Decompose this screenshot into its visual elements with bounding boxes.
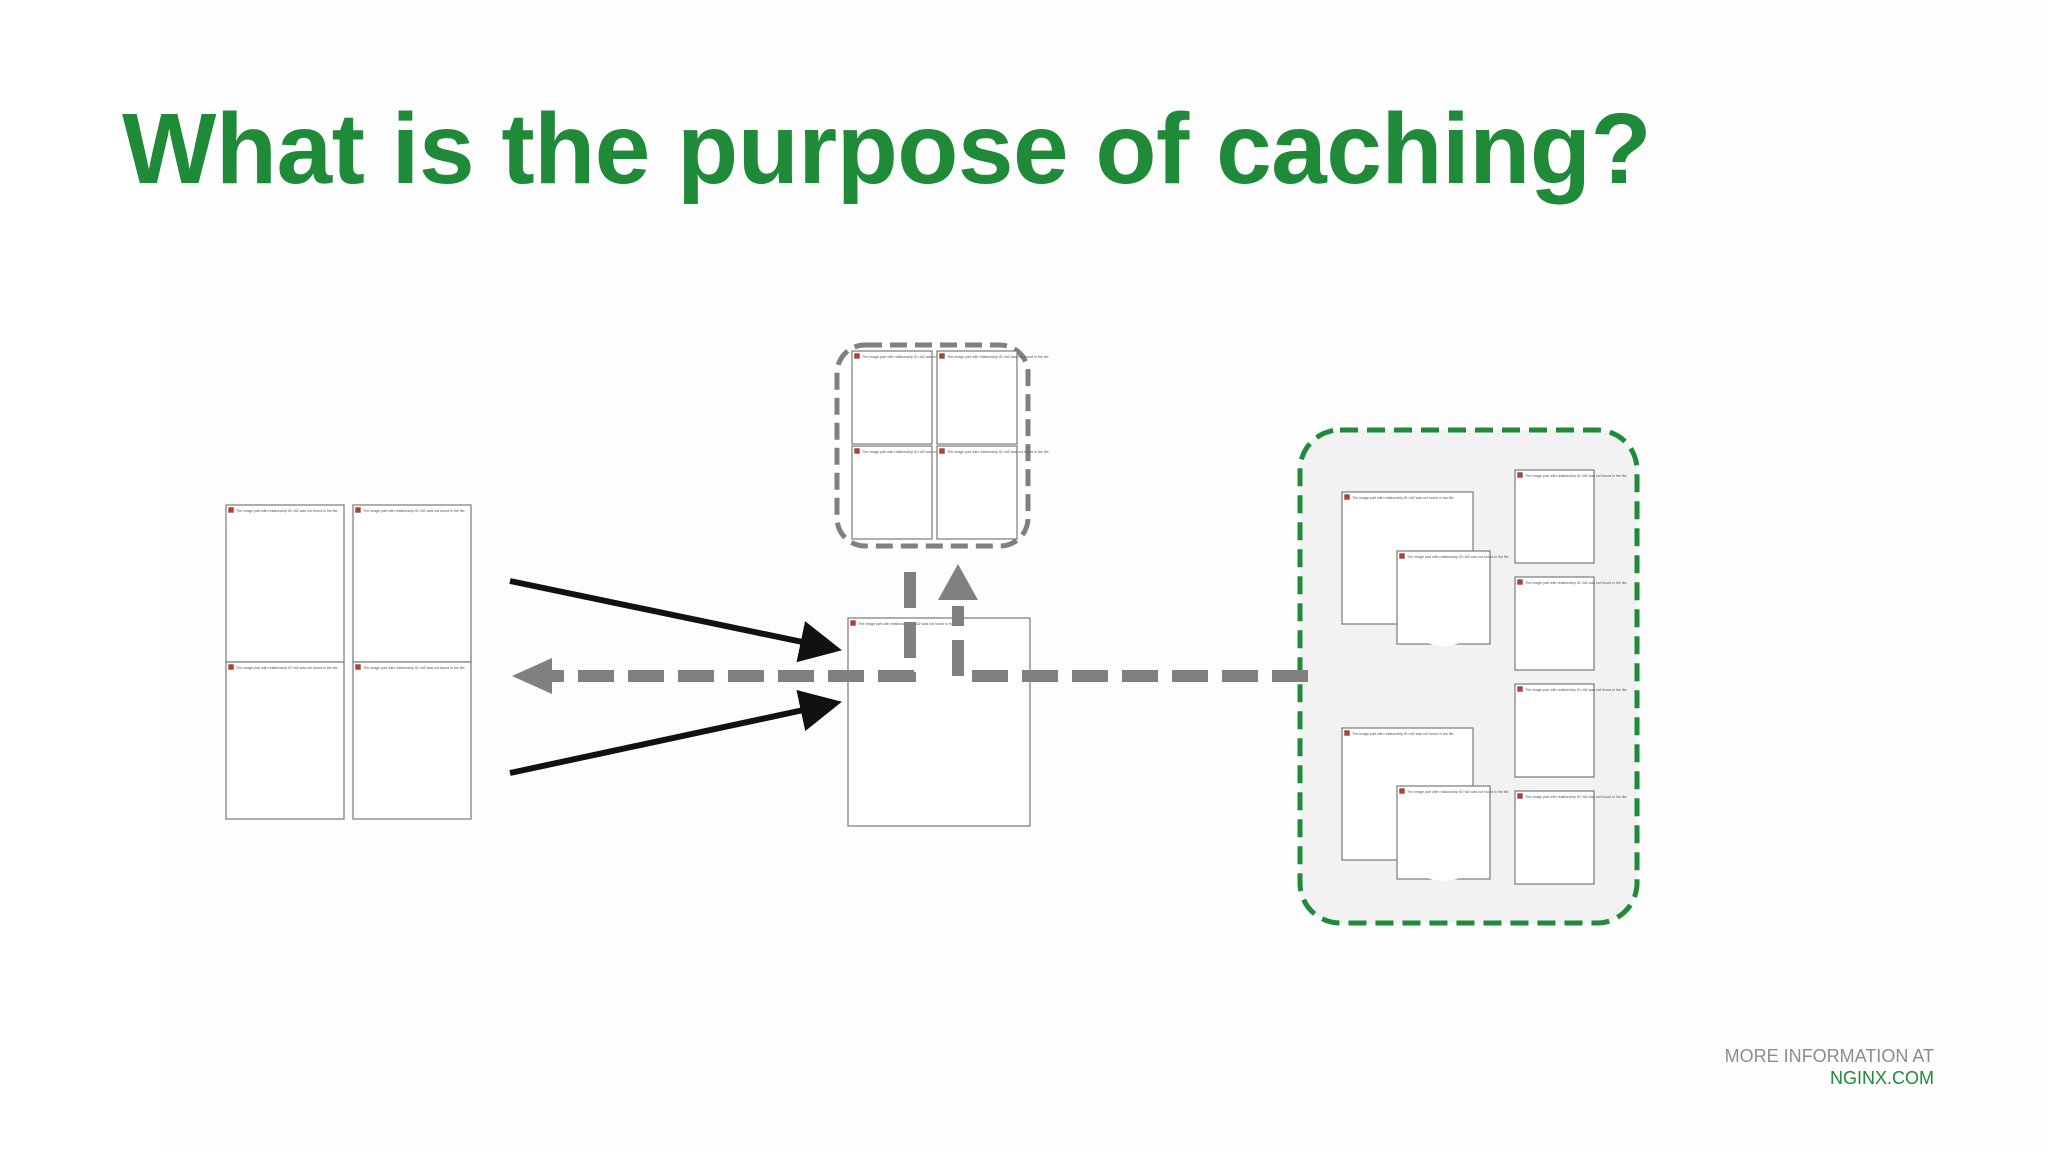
origin-image-c4-frame	[1514, 790, 1595, 885]
broken-image-icon	[854, 353, 860, 359]
client-image-3-frame	[225, 661, 345, 820]
broken-image-icon	[355, 507, 361, 513]
request-arrows	[509, 578, 842, 776]
proxy-server-image: The image part with relationship ID rId2…	[847, 617, 1031, 827]
client-image-2-frame	[352, 504, 472, 663]
cache-image-3: The image part with relationship ID rId2…	[851, 445, 964, 540]
missing-image-text: The image part with relationship ID rId2…	[1352, 496, 1454, 500]
cache-image-3-frame	[851, 445, 933, 540]
client-image-2: The image part with relationship ID rId2…	[352, 504, 472, 663]
store-in-cache-path	[938, 564, 978, 676]
client-image-1: The image part with relationship ID rId2…	[225, 504, 345, 663]
slide-content-area	[163, 0, 2048, 1152]
store-arrowhead-up	[938, 564, 978, 600]
cache-image-2-frame	[936, 350, 1018, 445]
client-image-4-frame	[352, 661, 472, 820]
broken-image-icon	[854, 448, 860, 454]
broken-image-icon	[1344, 494, 1350, 500]
footer-link[interactable]: NGINX.COM	[1829, 1068, 1934, 1088]
origin-image-c2: The image part with relationship ID rId2…	[1514, 576, 1627, 671]
missing-image-text: The image part with relationship ID rId2…	[947, 355, 1049, 359]
broken-image-icon	[228, 664, 234, 670]
missing-image-text: The image part with relationship ID rId2…	[862, 450, 964, 454]
missing-image-text: The image part with relationship ID rId2…	[1407, 790, 1509, 794]
cache-image-4-frame	[936, 445, 1018, 540]
broken-image-icon	[1517, 472, 1523, 478]
cache-image-1-frame	[851, 350, 933, 445]
missing-image-text: The image part with relationship ID rId2…	[236, 509, 338, 513]
missing-image-text: The image part with relationship ID rId2…	[1525, 795, 1627, 799]
broken-image-icon	[1344, 730, 1350, 736]
slide-left-margin	[0, 0, 163, 1152]
missing-image-text: The image part with relationship ID rId2…	[1352, 732, 1454, 736]
origin-image-c4: The image part with relationship ID rId2…	[1514, 790, 1627, 885]
origin-image-b2-mask	[1399, 792, 1488, 881]
proxy-server-image-frame	[847, 617, 1031, 827]
broken-image-icon	[1399, 553, 1405, 559]
broken-image-icon	[228, 507, 234, 513]
origin-image-c1-frame	[1514, 469, 1595, 564]
origin-image-a2: The image part with relationship ID rId2…	[1396, 550, 1509, 646]
broken-image-icon	[1517, 579, 1523, 585]
client-image-3: The image part with relationship ID rId2…	[225, 661, 345, 820]
broken-image-icon	[850, 620, 856, 626]
cache-image-2: The image part with relationship ID rId2…	[936, 350, 1049, 445]
cache-hit-line-down	[900, 572, 916, 682]
response-path	[512, 658, 1308, 694]
broken-image-icon	[939, 353, 945, 359]
request-arrow-upper	[509, 578, 842, 663]
broken-image-icon	[1399, 788, 1405, 794]
broken-image-icon	[939, 448, 945, 454]
missing-image-text: The image part with relationship ID rId2…	[1525, 581, 1627, 585]
missing-image-text: The image part with relationship ID rId2…	[236, 666, 338, 670]
origin-image-c1: The image part with relationship ID rId2…	[1514, 469, 1627, 564]
missing-image-text: The image part with relationship ID rId2…	[947, 450, 1049, 454]
origin-image-c3: The image part with relationship ID rId2…	[1514, 683, 1627, 778]
placeholder-layer: The image part with relationship ID rId2…	[225, 350, 1627, 885]
client-image-4: The image part with relationship ID rId2…	[352, 661, 472, 820]
broken-image-icon	[355, 664, 361, 670]
origin-image-c3-frame	[1514, 683, 1595, 778]
missing-image-text: The image part with relationship ID rId2…	[862, 355, 964, 359]
origin-image-a2-mask	[1399, 557, 1488, 646]
response-arrowhead-left	[512, 658, 552, 694]
slide-title: What is the purpose of caching?	[122, 93, 1652, 205]
missing-image-text: The image part with relationship ID rId2…	[363, 666, 465, 670]
footer-label: MORE INFORMATION AT	[1724, 1046, 1934, 1066]
footer: MORE INFORMATION AT NGINX.COM	[1725, 1045, 1934, 1089]
origin-image-c2-frame	[1514, 576, 1595, 671]
missing-image-text: The image part with relationship ID rId2…	[363, 509, 465, 513]
cache-image-1: The image part with relationship ID rId2…	[851, 350, 964, 445]
client-image-1-frame	[225, 504, 345, 663]
missing-image-text: The image part with relationship ID rId2…	[1407, 555, 1509, 559]
broken-image-icon	[1517, 793, 1523, 799]
origin-image-b2: The image part with relationship ID rId2…	[1396, 785, 1509, 881]
missing-image-text: The image part with relationship ID rId2…	[1525, 474, 1627, 478]
broken-image-icon	[1517, 686, 1523, 692]
missing-image-text: The image part with relationship ID rId2…	[1525, 688, 1627, 692]
cache-hit-path	[900, 572, 916, 682]
cache-image-4: The image part with relationship ID rId2…	[936, 445, 1049, 540]
request-arrow-lower	[509, 690, 842, 776]
